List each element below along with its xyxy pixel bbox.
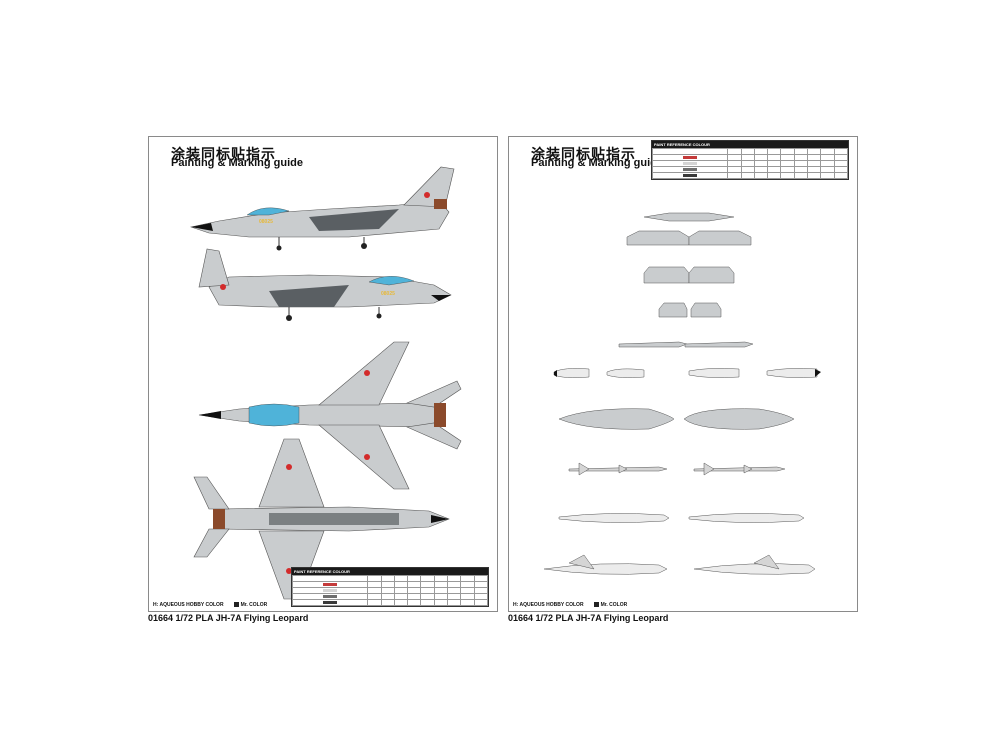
svg-text:08025: 08025 xyxy=(381,291,395,297)
legend-aqueous: H: AQUEOUS HOBBY COLOR xyxy=(153,602,224,608)
pylon-parts xyxy=(626,212,752,318)
svg-text:08025: 08025 xyxy=(259,219,273,225)
aircraft-top-view xyxy=(198,341,462,490)
legend-mr-color: Mr. COLOR xyxy=(233,602,267,608)
aircraft-bottom-view xyxy=(193,438,450,600)
weapons-pylons-drawing xyxy=(543,212,821,575)
kit-caption-left: 01664 1/72 PLA JH-7A Flying Leopard xyxy=(148,613,309,623)
paint-reference-table: PAINT REFERENCE COLOUR xyxy=(291,567,489,607)
rail-launchers xyxy=(618,341,754,348)
paint-legend: H: AQUEOUS HOBBY COLOR Mr. COLOR xyxy=(153,602,267,608)
kit-caption-right: 01664 1/72 PLA JH-7A Flying Leopard xyxy=(508,613,669,623)
paint-table-title: PAINT REFERENCE COLOUR xyxy=(652,141,848,148)
paint-table-title: PAINT REFERENCE COLOUR xyxy=(292,568,488,575)
paint-legend: H: AQUEOUS HOBBY COLOR Mr. COLOR xyxy=(513,602,627,608)
legend-mr-color: Mr. COLOR xyxy=(593,602,627,608)
aircraft-side-view-left: 08025 xyxy=(189,166,455,251)
sheet-title-chinese: 涂装同标贴指示 xyxy=(531,147,636,163)
painting-guide-sheet-left: 涂装同标贴指示 Painting & Marking guide 08025 xyxy=(148,136,498,612)
missiles xyxy=(543,462,816,575)
paint-reference-table: PAINT REFERENCE COLOUR xyxy=(651,140,849,180)
sheet-title-chinese: 涂装同标贴指示 xyxy=(171,147,276,163)
aircraft-profiles-drawing: 08025 08025 xyxy=(189,166,462,600)
mr-color-swatch-icon xyxy=(593,602,599,608)
painting-guide-sheet-right: 涂装同标贴指示 Painting & Marking guide PAINT R… xyxy=(508,136,858,612)
large-drop-tanks xyxy=(558,408,795,430)
legend-aqueous: H: AQUEOUS HOBBY COLOR xyxy=(513,602,584,608)
sheet-title-english: Painting & Marking guide xyxy=(171,157,304,169)
sheet-title-english: Painting & Marking guide xyxy=(531,157,664,169)
mr-color-swatch-icon xyxy=(233,602,239,608)
small-tanks xyxy=(553,368,821,378)
aircraft-side-view-right: 08025 xyxy=(198,248,452,321)
